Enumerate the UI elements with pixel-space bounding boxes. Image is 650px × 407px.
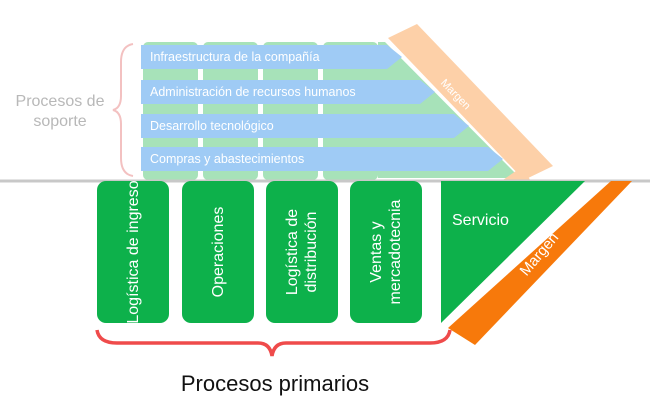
curly-brace-left-icon bbox=[112, 43, 134, 177]
support-processes-title: Procesos de soporte bbox=[15, 93, 105, 130]
support-column bbox=[263, 42, 318, 180]
curly-brace-bottom-icon bbox=[95, 329, 452, 357]
primary-box bbox=[350, 181, 422, 323]
support-column bbox=[143, 42, 198, 180]
support-columns bbox=[143, 42, 520, 180]
support-arrow bbox=[141, 45, 402, 69]
support-margin-band bbox=[388, 24, 553, 180]
support-arrows bbox=[141, 45, 503, 171]
support-process-label: Administración de recursos humanos bbox=[150, 85, 356, 99]
support-arrow bbox=[141, 147, 503, 171]
service-triangle bbox=[441, 181, 585, 323]
primary-process-label: Logística de ingreso bbox=[124, 180, 142, 324]
support-column bbox=[203, 42, 258, 180]
primary-boxes bbox=[97, 181, 422, 323]
primary-process-label: Ventas y mercadotecnia bbox=[368, 199, 404, 305]
support-process-label: Compras y abastecimientos bbox=[150, 152, 305, 166]
service-label: Servicio bbox=[452, 212, 509, 229]
support-process-label: Infraestructura de la compañía bbox=[150, 50, 320, 64]
primary-box bbox=[97, 181, 169, 323]
support-column bbox=[323, 42, 378, 180]
primary-margin-band bbox=[448, 181, 632, 345]
support-margin-corner bbox=[503, 166, 530, 180]
support-process-label: Desarrollo tecnológico bbox=[150, 119, 274, 133]
primary-processes-title: Procesos primarios bbox=[180, 371, 370, 396]
support-arrow bbox=[141, 114, 469, 138]
primary-box bbox=[266, 181, 338, 323]
support-arrow bbox=[141, 80, 435, 104]
primary-box bbox=[182, 181, 254, 323]
primary-process-label: Operaciones bbox=[209, 206, 227, 298]
primary-process-label: Logística de distribución bbox=[284, 208, 320, 296]
support-column-wedge bbox=[378, 42, 520, 178]
